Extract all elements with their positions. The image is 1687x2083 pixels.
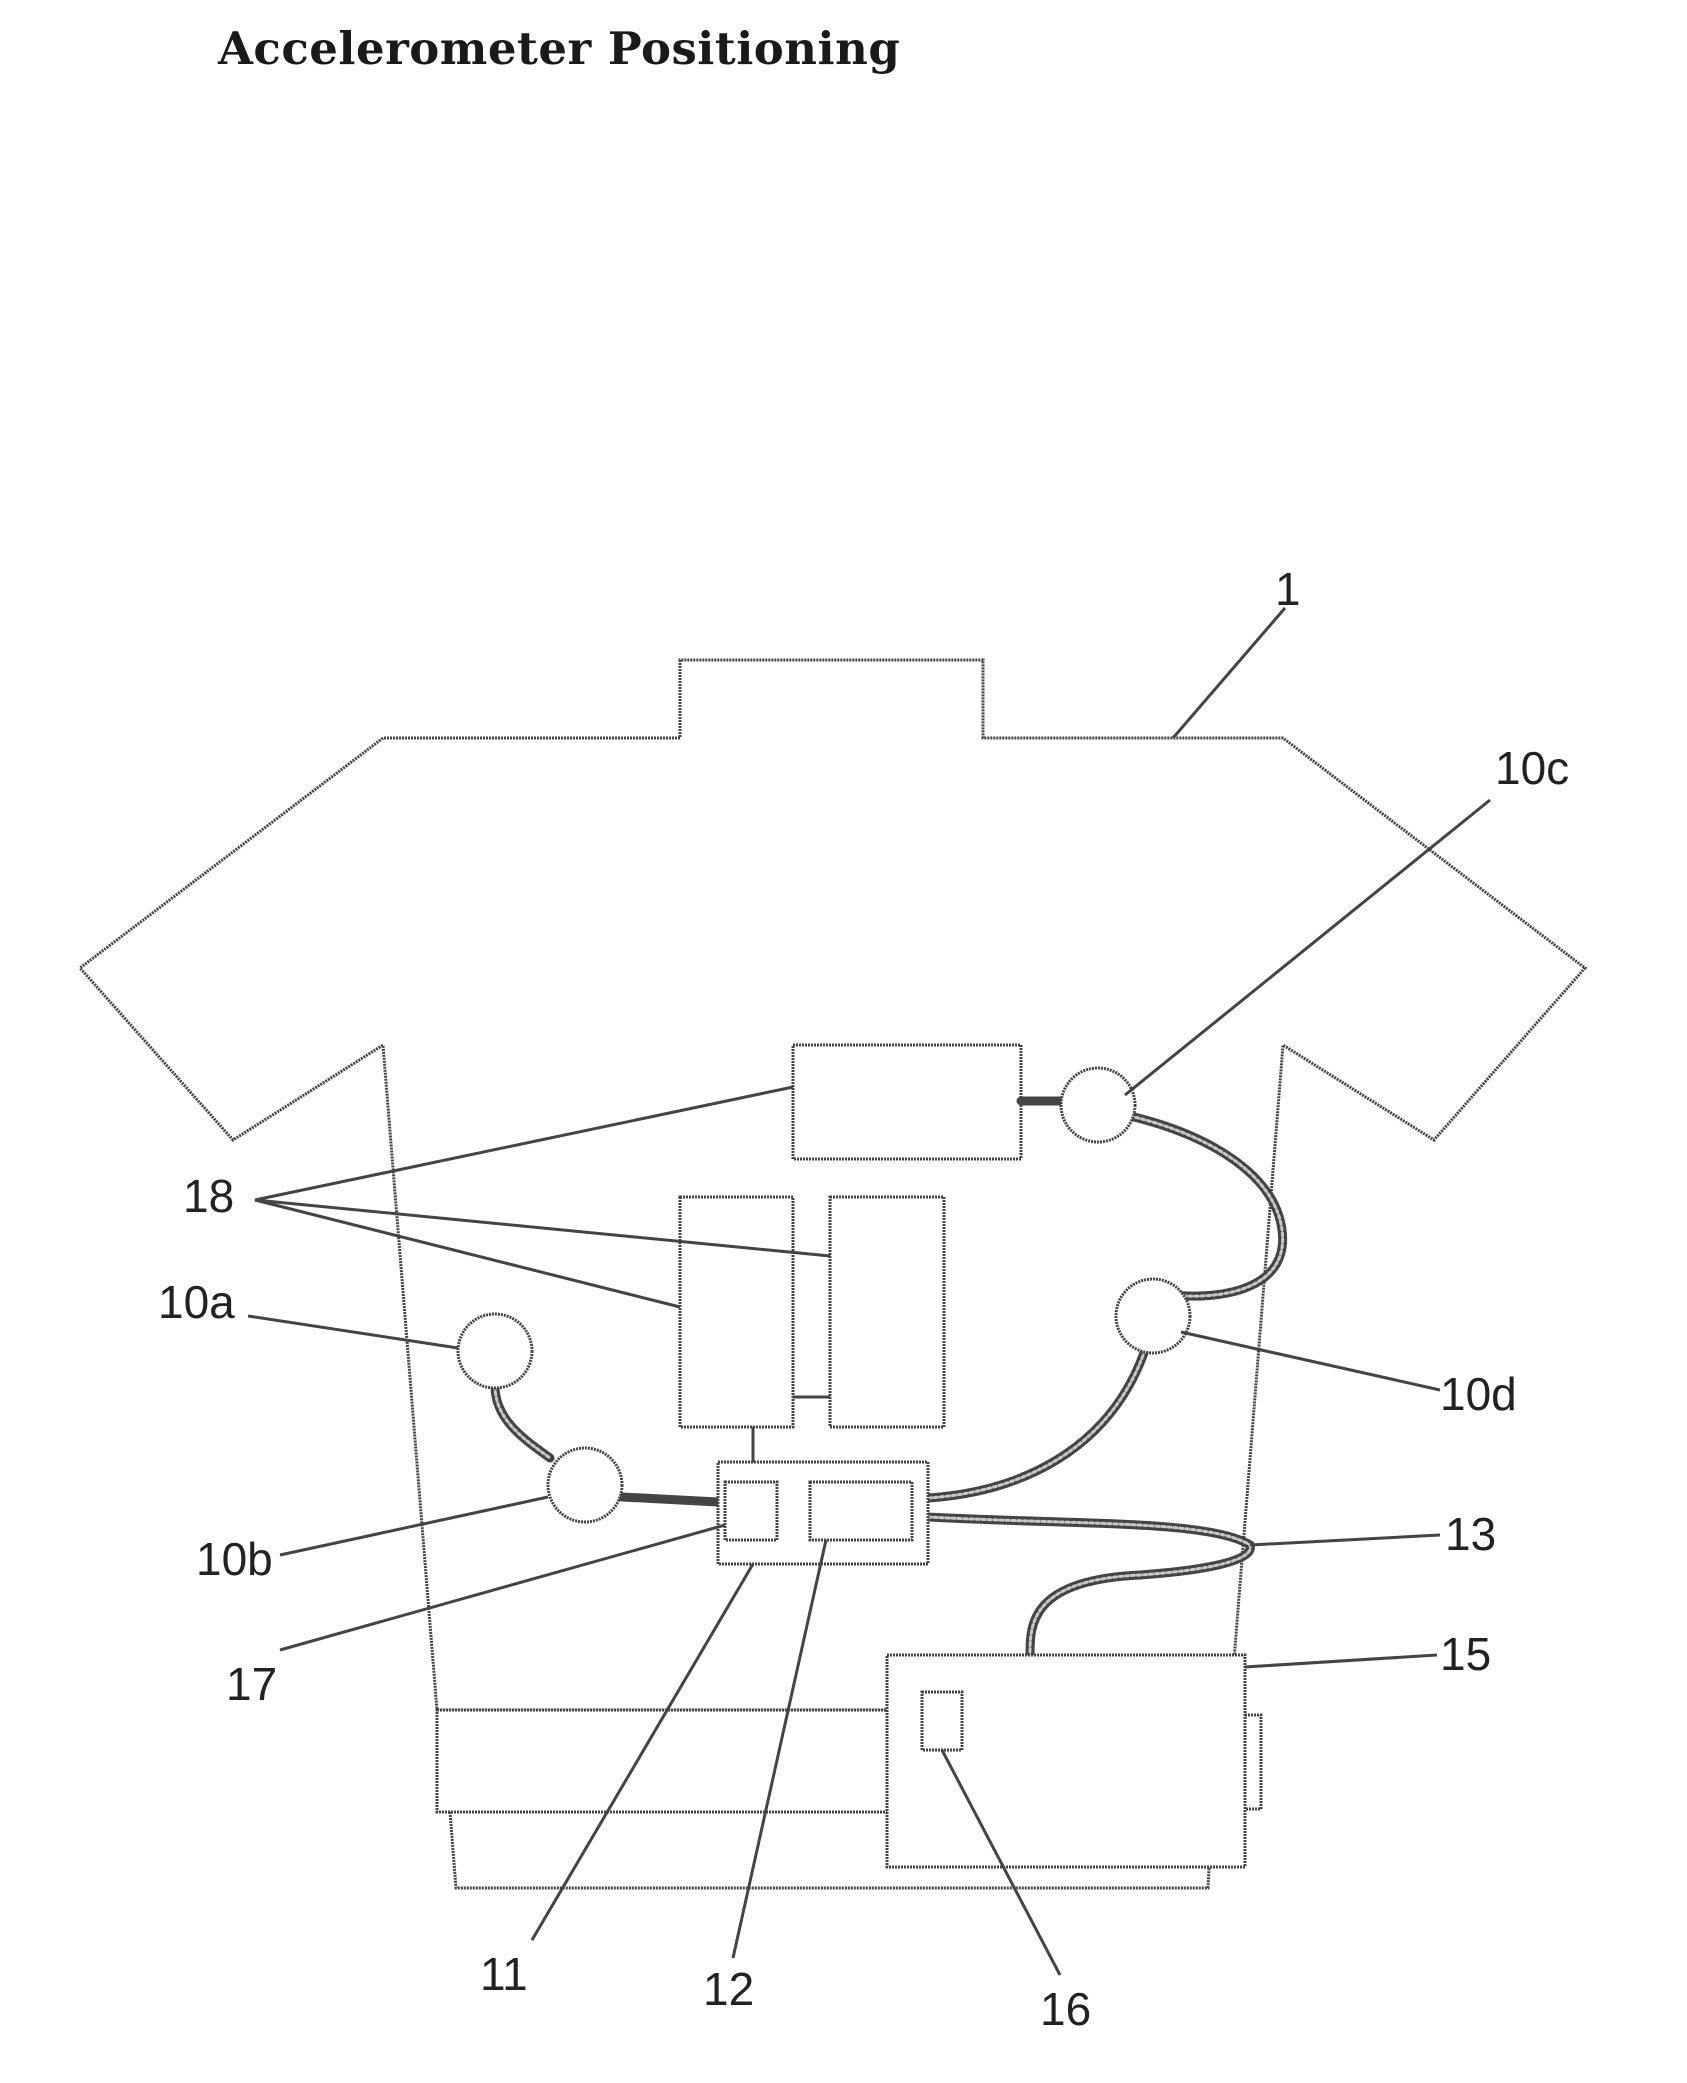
label-10d: 10d [1440,1368,1517,1420]
label-10c: 10c [1495,742,1569,794]
control-subunit-17 [725,1482,777,1540]
belt-unit-15 [887,1655,1245,1867]
sensor-10b [548,1448,622,1522]
label-1: 1 [1275,563,1301,615]
label-10a: 10a [158,1276,235,1328]
label-18: 18 [183,1170,234,1222]
module-box-left [680,1197,793,1427]
module-box-top [793,1045,1021,1159]
label-10b: 10b [196,1533,273,1585]
module-box-right [830,1197,944,1427]
label-17: 17 [226,1658,277,1710]
label-12: 12 [703,1963,754,2015]
belt-unit-tab [1245,1715,1261,1809]
sensor-10d [1116,1279,1190,1353]
label-11: 11 [480,1948,528,2000]
sensor-10a [458,1314,532,1388]
label-16: 16 [1040,1983,1091,2035]
belt-subunit-16 [922,1692,962,1750]
control-subunit-12 [810,1482,912,1540]
label-13: 13 [1445,1508,1496,1560]
sensor-10c [1061,1068,1135,1142]
label-15: 15 [1440,1628,1491,1680]
